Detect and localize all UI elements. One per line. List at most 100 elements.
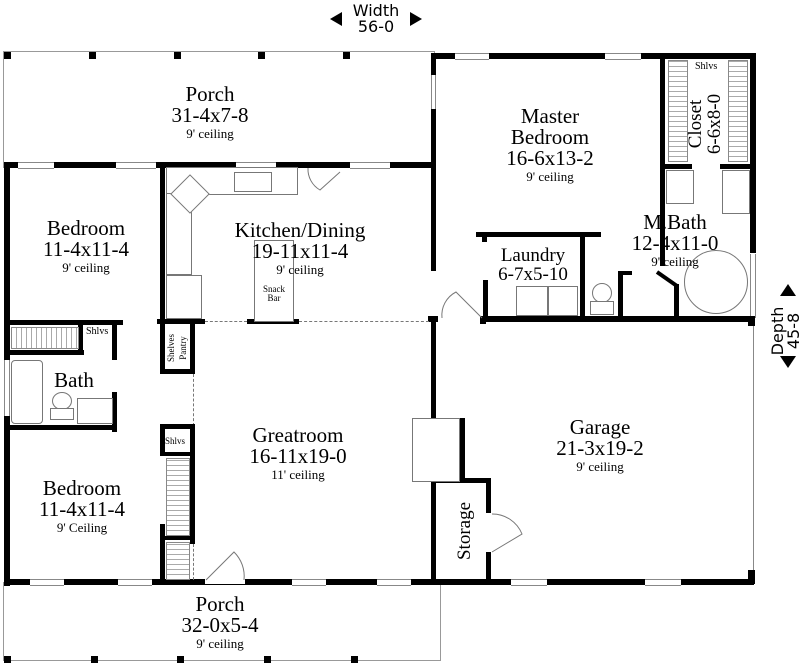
- vanity-sink: [722, 170, 750, 214]
- pantry-label: Pantry: [178, 336, 188, 360]
- interior-wall: [483, 280, 488, 320]
- room-label-storage: Storage: [454, 501, 475, 561]
- window: [30, 579, 64, 586]
- room-label-garage: Garage 21-3x19-2 9' ceiling: [530, 415, 670, 474]
- kitchen-greatroom-boundary: [205, 321, 247, 322]
- room-size: 12-4x11-0: [631, 231, 719, 255]
- interior-wall: [78, 320, 123, 325]
- interior-wall: [160, 524, 165, 582]
- interior-wall: [618, 271, 623, 319]
- room-label-laundry: Laundry 6-7x5-10: [486, 246, 580, 284]
- window: [455, 53, 489, 60]
- window: [18, 162, 54, 169]
- porch-post: [177, 656, 184, 663]
- window: [292, 579, 326, 586]
- room-label-bath: Bath: [44, 370, 104, 391]
- room-name: Bedroom: [510, 125, 590, 149]
- room-ceiling: 9' ceiling: [62, 260, 110, 275]
- shower-angled-wall: [655, 270, 679, 288]
- interior-wall: [660, 56, 665, 266]
- closet-opening: [193, 544, 194, 580]
- interior-wall: [433, 478, 491, 483]
- interior-wall: [660, 164, 692, 169]
- storage-door-swing: [491, 513, 523, 553]
- vanity-sink: [77, 398, 113, 424]
- interior-wall: [720, 164, 752, 169]
- garden-tub: [684, 250, 748, 314]
- closet-rod: [166, 458, 190, 536]
- interior-wall: [4, 350, 84, 355]
- snack-bar-counter: [254, 240, 294, 322]
- room-ceiling: 9' ceiling: [196, 636, 244, 651]
- room-ceiling: 9' ceiling: [186, 126, 234, 141]
- room-name: Closet: [685, 99, 706, 149]
- snack-bar-label: Snack Bar: [263, 284, 285, 303]
- kitchen-door-swing: [307, 167, 341, 191]
- vanity-sink: [666, 170, 694, 204]
- room-name: Bedroom: [46, 216, 126, 240]
- toilet-tank: [50, 408, 74, 420]
- room-ceiling: 9' Ceiling: [56, 520, 108, 535]
- exterior-wall: [750, 53, 756, 253]
- toilet-icon: [592, 283, 612, 303]
- room-name: Garage: [569, 415, 631, 439]
- room-size: 11-4x11-4: [43, 237, 129, 261]
- window: [605, 53, 641, 60]
- interior-wall: [160, 424, 195, 429]
- width-value: 56-0: [357, 17, 395, 36]
- interior-wall: [486, 478, 491, 513]
- porch-post: [91, 656, 98, 663]
- room-size: 31-4x7-8: [171, 103, 249, 127]
- window: [750, 254, 756, 318]
- arrow-right-icon: [410, 12, 422, 26]
- room-size: 19-11x11-4: [251, 239, 349, 263]
- porch-post: [264, 656, 271, 663]
- room-name: Bath: [54, 368, 94, 392]
- interior-wall: [112, 320, 117, 360]
- room-size: 6-7x5-10: [498, 264, 568, 285]
- porch-post: [351, 656, 358, 663]
- room-size: 32-0x5-4: [181, 613, 259, 637]
- room-ceiling: 9' ceiling: [526, 169, 574, 184]
- porch-post: [258, 52, 265, 59]
- washer: [516, 286, 548, 316]
- closet-shelves-label: Shlvs: [695, 61, 718, 72]
- room-name: Porch: [195, 592, 245, 616]
- interior-wall: [160, 536, 195, 540]
- window: [350, 162, 390, 169]
- interior-wall: [160, 452, 195, 456]
- room-label-greatroom: Greatroom 16-11x19-0 11' ceiling: [228, 423, 368, 482]
- pantry-opening: [193, 374, 194, 426]
- room-name: Porch: [185, 82, 235, 106]
- room-label-bedroom-1: Bedroom 11-4x11-4 9' ceiling: [16, 216, 156, 275]
- room-size: 21-3x19-2: [556, 436, 644, 460]
- front-door-swing: [205, 551, 245, 581]
- interior-wall: [476, 232, 601, 237]
- interior-wall: [112, 392, 117, 432]
- interior-wall: [428, 316, 438, 322]
- room-label-master-bath: M.Bath 12-4x11-0 9' ceiling: [620, 212, 730, 269]
- dryer: [548, 286, 578, 316]
- front-door-opening: [205, 579, 245, 584]
- porch-post: [4, 656, 11, 663]
- closet-rod: [11, 327, 79, 349]
- room-size: 16-11x19-0: [249, 444, 347, 468]
- room-size: 16-6x13-2: [506, 146, 594, 170]
- shower-wall: [674, 284, 679, 318]
- window: [645, 579, 681, 586]
- depth-value: 45-8: [784, 312, 803, 350]
- interior-wall: [486, 552, 491, 582]
- room-name: Greatroom: [252, 423, 344, 447]
- window: [116, 162, 156, 169]
- interior-wall: [4, 320, 84, 325]
- interior-wall: [160, 424, 165, 452]
- room-label-front-porch: Porch 32-0x5-4 9' ceiling: [150, 592, 290, 651]
- interior-wall: [160, 369, 195, 374]
- closet-rod: [668, 60, 688, 162]
- room-ceiling: 11' ceiling: [271, 467, 325, 482]
- arrow-left-icon: [330, 12, 342, 26]
- garage-right-edge: [753, 326, 754, 582]
- arrow-down-icon: [780, 356, 796, 368]
- room-size: 6-6x8-0: [704, 93, 725, 155]
- room-ceiling: 9' ceiling: [276, 262, 324, 277]
